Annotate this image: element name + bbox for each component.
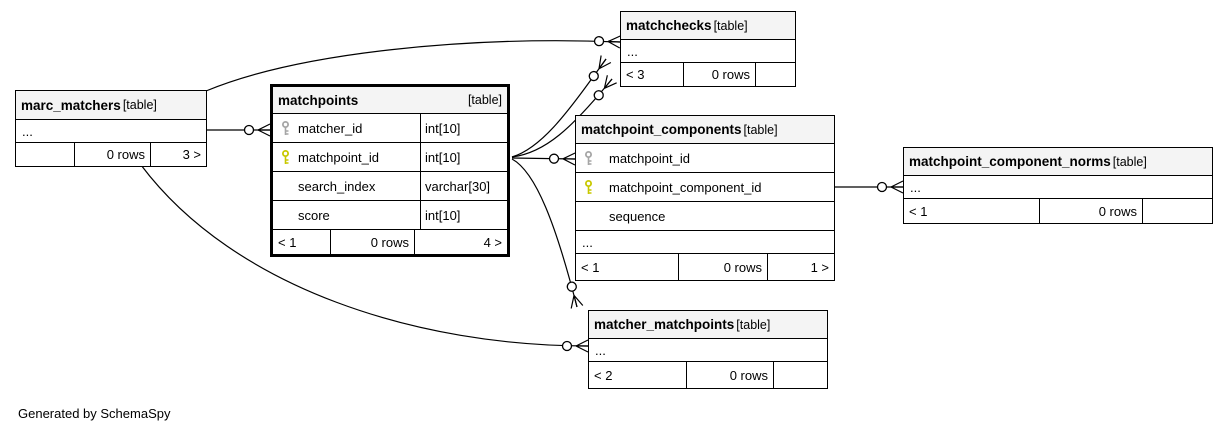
- primary-key-icon: [281, 149, 290, 165]
- footer-row-count: 0 rows: [678, 254, 768, 280]
- table-header[interactable]: matchpoint_components [table]: [576, 116, 834, 144]
- no-key-spacer: [281, 208, 290, 223]
- primary-key-icon: [584, 179, 593, 195]
- table-type-label: [table]: [743, 122, 778, 137]
- table-type-label: [table]: [736, 317, 771, 332]
- column-row: score int[10]: [273, 201, 507, 230]
- column-name: matchpoint_id: [298, 149, 379, 165]
- footer-parents: < 1: [581, 259, 600, 275]
- footer-parents: < 2: [594, 367, 613, 383]
- footer-children: [1143, 199, 1212, 223]
- column-name: matcher_id: [298, 120, 363, 136]
- column-name: sequence: [609, 208, 666, 224]
- table-node-marc-matchers[interactable]: marc_matchers [table] ... 0 rows 3 >: [15, 90, 207, 167]
- footer-children: 4 >: [483, 234, 502, 250]
- footer-row-count: 0 rows: [330, 230, 415, 254]
- column-row: sequence: [576, 202, 834, 231]
- relationship-line-matchpoints-to-components: [511, 152, 576, 166]
- table-name[interactable]: matchpoints: [278, 92, 359, 108]
- columns-ellipsis: ...: [589, 339, 827, 362]
- foreign-key-icon: [584, 150, 593, 166]
- footer-children: [774, 362, 827, 388]
- column-type: int[10]: [420, 143, 507, 171]
- generator-note: Generated by SchemaSpy: [18, 406, 171, 421]
- table-footer: 0 rows 3 >: [16, 143, 206, 166]
- footer-children: 3 >: [182, 147, 201, 162]
- column-type: int[10]: [420, 114, 507, 142]
- no-key-spacer: [584, 209, 593, 224]
- column-name: search_index: [298, 178, 376, 194]
- table-type-label: [table]: [467, 93, 502, 107]
- table-footer: < 1 0 rows: [904, 199, 1212, 223]
- columns-ellipsis: ...: [904, 176, 1212, 199]
- footer-row-count: 0 rows: [686, 362, 774, 388]
- table-node-matcher-matchpoints[interactable]: matcher_matchpoints [table] ... < 2 0 ro…: [588, 310, 828, 389]
- table-header[interactable]: matchpoints [table]: [273, 87, 507, 114]
- column-row: search_index varchar[30]: [273, 172, 507, 201]
- table-header[interactable]: marc_matchers [table]: [16, 91, 206, 120]
- table-header[interactable]: matcher_matchpoints [table]: [589, 311, 827, 339]
- footer-children: 1 >: [810, 259, 829, 275]
- column-row: matchpoint_id int[10]: [273, 143, 507, 172]
- columns-ellipsis: ...: [576, 231, 834, 254]
- table-node-matchchecks[interactable]: matchchecks [table] ... < 3 0 rows: [620, 11, 796, 87]
- columns-ellipsis: ...: [16, 120, 206, 143]
- table-footer: < 3 0 rows: [621, 63, 795, 86]
- table-name[interactable]: matcher_matchpoints: [594, 317, 735, 332]
- table-type-label: [table]: [122, 98, 157, 112]
- table-header[interactable]: matchpoint_component_norms [table]: [904, 148, 1212, 176]
- footer-children: [756, 63, 795, 86]
- table-footer: < 1 0 rows 1 >: [576, 254, 834, 280]
- table-footer: < 2 0 rows: [589, 362, 827, 388]
- table-footer: < 1 0 rows 4 >: [273, 230, 507, 254]
- column-row: matchpoint_component_id: [576, 173, 834, 202]
- relationship-line-matchpoints-to-matcher-matchpoints: [511, 158, 584, 309]
- footer-parents: < 1: [278, 234, 297, 250]
- table-name[interactable]: matchpoint_components: [581, 122, 742, 137]
- footer-parents: < 1: [909, 203, 928, 219]
- column-type: varchar[30]: [420, 172, 507, 200]
- table-node-matchpoints[interactable]: matchpoints [table] matcher_id int[10]: [270, 84, 510, 257]
- footer-parents: [16, 143, 74, 166]
- table-node-matchpoint-component-norms[interactable]: matchpoint_component_norms [table] ... <…: [903, 147, 1213, 224]
- column-row: matchpoint_id: [576, 144, 834, 173]
- footer-row-count: 0 rows: [683, 63, 756, 86]
- footer-row-count: 0 rows: [74, 143, 151, 166]
- table-name[interactable]: matchpoint_component_norms: [909, 154, 1111, 169]
- table-name[interactable]: matchchecks: [626, 18, 712, 33]
- foreign-key-icon: [281, 120, 290, 136]
- column-name: matchpoint_component_id: [609, 179, 762, 195]
- footer-row-count: 0 rows: [1039, 199, 1143, 223]
- column-row: matcher_id int[10]: [273, 114, 507, 143]
- column-name: score: [298, 207, 330, 223]
- table-header[interactable]: matchchecks [table]: [621, 12, 795, 40]
- column-name: matchpoint_id: [609, 150, 690, 166]
- table-type-label: [table]: [1112, 154, 1147, 169]
- table-node-matchpoint-components[interactable]: matchpoint_components [table] matchpoint…: [575, 115, 835, 281]
- no-key-spacer: [281, 179, 290, 194]
- column-type: int[10]: [420, 201, 507, 229]
- table-name[interactable]: marc_matchers: [21, 97, 121, 113]
- footer-parents: < 3: [626, 67, 645, 82]
- columns-ellipsis: ...: [621, 40, 795, 63]
- table-type-label: [table]: [713, 18, 748, 33]
